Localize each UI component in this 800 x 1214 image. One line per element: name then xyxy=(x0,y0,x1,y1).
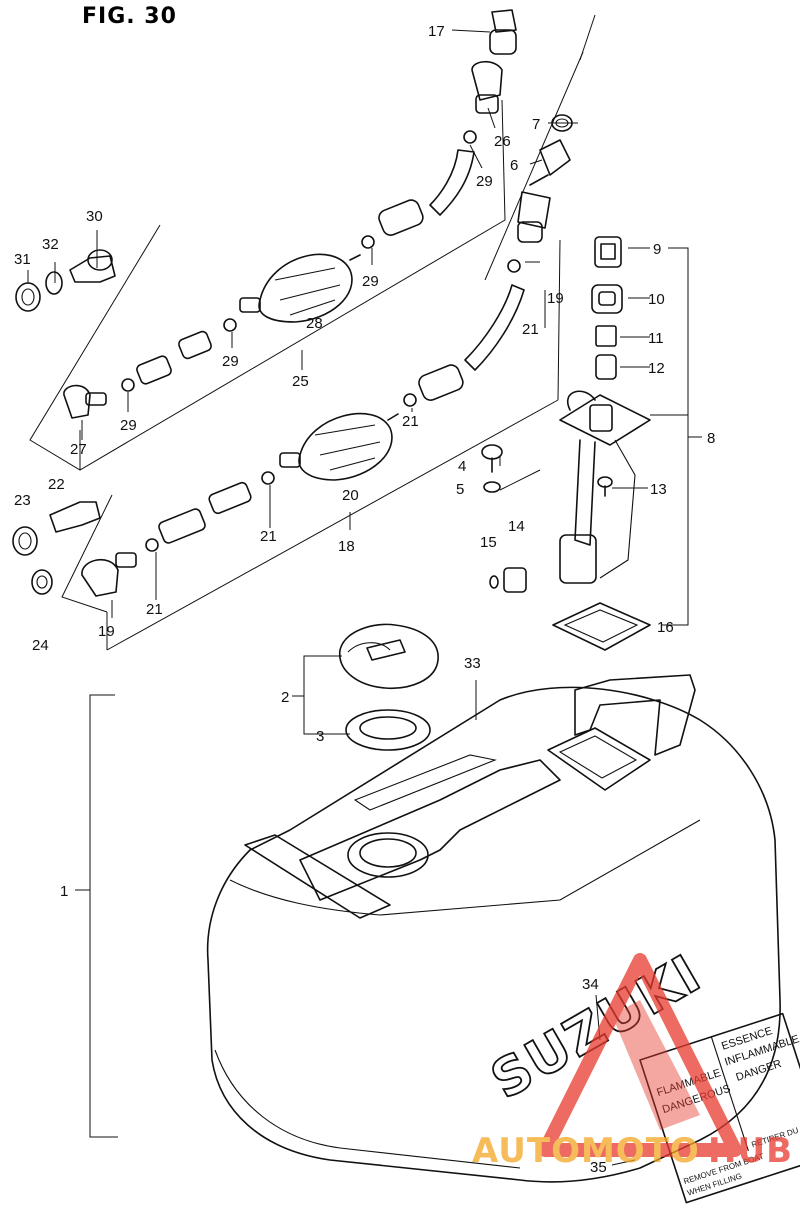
callout-2: 2 xyxy=(281,689,289,706)
callout-13: 13 xyxy=(650,481,667,498)
fitting-30-31-32 xyxy=(15,249,116,312)
callout-19: 19 xyxy=(547,290,564,307)
callout-33: 33 xyxy=(464,655,481,672)
callout-21: 21 xyxy=(146,601,163,618)
callout-21: 21 xyxy=(402,413,419,430)
gauge-gasket xyxy=(552,602,651,651)
hose-assembly-lower xyxy=(81,191,551,597)
callout-23: 23 xyxy=(14,492,31,509)
washer-5 xyxy=(483,481,501,493)
callout-4: 4 xyxy=(458,458,466,475)
callout-31: 31 xyxy=(14,251,31,268)
callout-29: 29 xyxy=(222,353,239,370)
callout-27: 27 xyxy=(70,441,87,458)
screw-13 xyxy=(597,476,613,497)
callout-16: 16 xyxy=(657,619,674,636)
watermark-logo: AUTOMOTO HUB xyxy=(472,953,793,1171)
callout-17: 17 xyxy=(428,23,445,40)
watermark-text-a: AUTOMOTO xyxy=(472,1131,700,1171)
figure-title: FIG. 30 xyxy=(82,4,177,29)
cap-gasket xyxy=(345,709,431,751)
callout-20: 20 xyxy=(342,487,359,504)
callout-5: 5 xyxy=(456,481,464,498)
callout-3: 3 xyxy=(316,728,324,745)
callout-18: 18 xyxy=(338,538,355,555)
callout-15: 15 xyxy=(480,534,497,551)
callout-1: 1 xyxy=(60,883,68,900)
hose-assembly-upper xyxy=(63,9,517,419)
callout-34: 34 xyxy=(582,976,599,993)
callout-11: 11 xyxy=(648,330,664,347)
fuel-gauge-assembly xyxy=(559,236,651,584)
washer-15 xyxy=(489,575,499,589)
callout-30: 30 xyxy=(86,208,103,225)
callout-24: 24 xyxy=(32,637,49,654)
fuel-cap xyxy=(339,623,439,690)
callout-9: 9 xyxy=(653,241,661,258)
callout-8: 8 xyxy=(707,430,715,447)
fitting-22-23-24 xyxy=(12,501,101,595)
callout-29: 29 xyxy=(476,173,493,190)
callout-7: 7 xyxy=(532,116,540,133)
screw-4 xyxy=(481,444,503,473)
callout-22: 22 xyxy=(48,476,65,493)
callout-35: 35 xyxy=(590,1159,607,1176)
callout-12: 12 xyxy=(648,360,665,377)
sleeve-14 xyxy=(503,567,527,593)
callout-21: 21 xyxy=(522,321,539,338)
callout-29: 29 xyxy=(362,273,379,290)
callout-25: 25 xyxy=(292,373,309,390)
callout-19: 19 xyxy=(98,623,115,640)
callout-26: 26 xyxy=(494,133,511,150)
callout-10: 10 xyxy=(648,291,665,308)
callout-numbers: 1 2 3 4 5 6 7 8 9 10 11 12 13 14 15 16 1… xyxy=(14,23,715,1176)
watermark-text-b: HUB xyxy=(708,1131,793,1171)
callout-6: 6 xyxy=(510,157,518,174)
callout-21: 21 xyxy=(260,528,277,545)
leader-lines xyxy=(27,14,702,1166)
callout-32: 32 xyxy=(42,236,59,253)
callout-14: 14 xyxy=(508,518,525,535)
callout-29: 29 xyxy=(120,417,137,434)
callout-28: 28 xyxy=(306,315,323,332)
